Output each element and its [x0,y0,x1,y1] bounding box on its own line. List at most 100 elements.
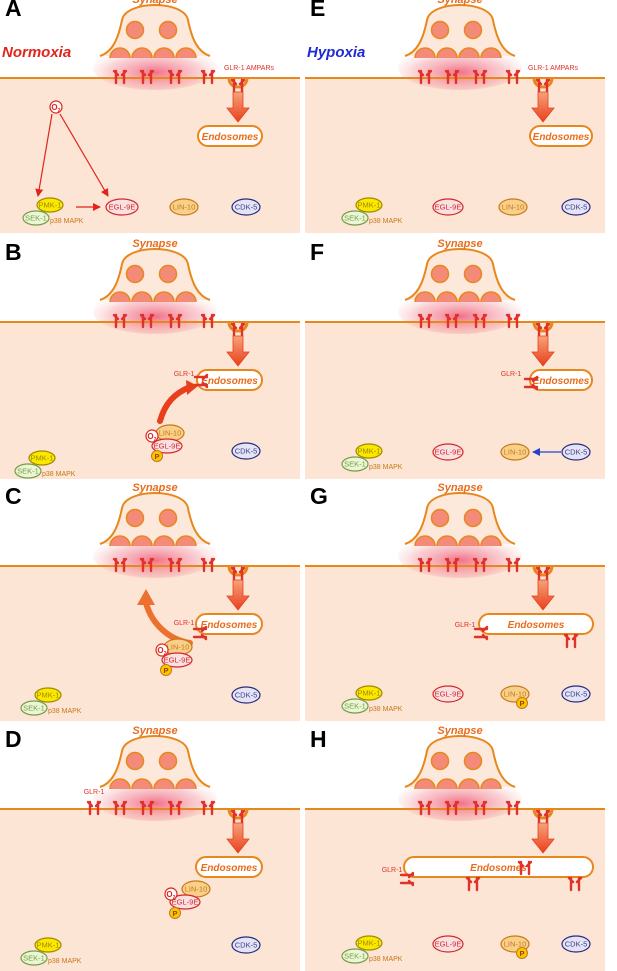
lin10-label: LIN-10 [167,643,190,652]
synaptic-vesicle [480,778,502,790]
pmk1-shape [36,197,64,213]
sek1-shape [20,950,48,966]
pmk1-label: PMK-1 [358,447,381,456]
p38-mapk-label: p38 MAPK [42,471,76,478]
endosome [529,125,593,147]
endocytic-pit [532,565,554,577]
synaptic-vesicle [109,291,131,303]
sek1-shape [341,456,369,472]
oxygen-label: O [166,890,172,899]
panel-letter: C [5,483,22,509]
synaptic-vesicle [131,778,153,790]
synaptic-vesicle [125,508,145,528]
internalization-arrow [531,822,555,854]
synaptic-vesicle [125,264,145,284]
pmk1-shape [34,937,62,953]
glr1-receptor [444,313,460,329]
cdk5-shape [561,935,591,953]
panel-letter: A [5,0,22,21]
glr1-receptor [473,625,489,641]
glr1-receptor [139,69,155,85]
glr1-label: GLR-1 [174,371,195,378]
synaptic-vesicle [414,291,436,303]
pmk1-label: PMK-1 [37,941,60,950]
sek1-shape [22,210,50,226]
cdk5-shape [231,198,261,216]
oxygen-label: O [157,646,163,655]
synaptic-vesicle [153,778,175,790]
synaptic-vesicle [175,291,197,303]
synapse-label: Synapse [437,482,482,494]
egl9e-label: EGL-9E [435,690,462,699]
glr1-label: GLR-1 [382,867,403,874]
synaptic-vesicle [458,47,480,59]
lin10-label: LIN-10 [159,429,182,438]
internalization-arrow [531,335,555,367]
glr1-receptor [230,809,246,825]
panel-letter: H [310,726,327,752]
synaptic-vesicle [458,535,480,547]
synaptic-vesicle [131,535,153,547]
egl9e-shape [432,935,464,953]
synapse-bouton [404,248,516,301]
oxygen-to-egl9e-arrow [59,113,109,197]
glr1-receptor [112,800,128,816]
glr1-receptor [567,876,583,892]
glr1-receptor [505,557,521,573]
p38-mapk-label: p38 MAPK [50,218,84,225]
phosphate-label: P [154,452,159,461]
sek1-label: SEK-1 [17,467,39,476]
glr1-receptor [193,373,209,389]
egl9e-shape [151,438,183,454]
oxygen-shape [155,643,169,657]
oxygen-subscript: 2 [58,108,61,114]
glr1-receptor [139,800,155,816]
p38-mapk-label: p38 MAPK [48,958,82,965]
synaptic-vesicle [153,47,175,59]
lin10-label: LIN-10 [185,885,208,894]
sek1-label: SEK-1 [344,952,366,961]
glr1-receptor [399,871,415,887]
cdk5-label: CDK-5 [565,203,588,212]
synaptic-vesicle [175,535,197,547]
lin10-label: LIN-10 [504,940,527,949]
synaptic-vesicle [158,508,178,528]
phosphate-shape [151,450,163,462]
synapse-bouton [404,735,516,788]
condition-label: Normoxia [2,44,71,61]
endosomes-label: Endosomes [533,376,590,387]
sek1-shape [341,948,369,964]
synaptic-vesicle [458,778,480,790]
sek1-label: SEK-1 [344,460,366,469]
sek1-shape [341,210,369,226]
lin10-label: LIN-10 [504,448,527,457]
panel-letter: G [310,483,328,509]
endosomes-label: Endosomes [201,376,258,387]
pmk1-label: PMK-1 [31,454,54,463]
glr1-receptor [535,78,551,94]
phosphate-shape [516,697,528,709]
glr1-receptor [505,800,521,816]
phosphate-label: P [163,666,168,675]
oxygen-shape [164,887,178,901]
glr1-receptor [139,557,155,573]
pmk1-label: PMK-1 [358,201,381,210]
lin10-shape [498,198,528,216]
cdk5-shape [561,685,591,703]
egl9e-shape [161,652,193,668]
synaptic-vesicle [480,47,502,59]
phosphate-label: P [519,949,524,958]
synaptic-vesicle [131,47,153,59]
glr1-receptor [472,69,488,85]
panel-letter: D [5,726,22,752]
egl9e-label: EGL-9E [435,448,462,457]
endosome [197,125,263,147]
egl9e-shape [432,443,464,461]
glr1-receptor [444,557,460,573]
synapse-label: Synapse [437,725,482,737]
glr1-receptor [535,566,551,582]
